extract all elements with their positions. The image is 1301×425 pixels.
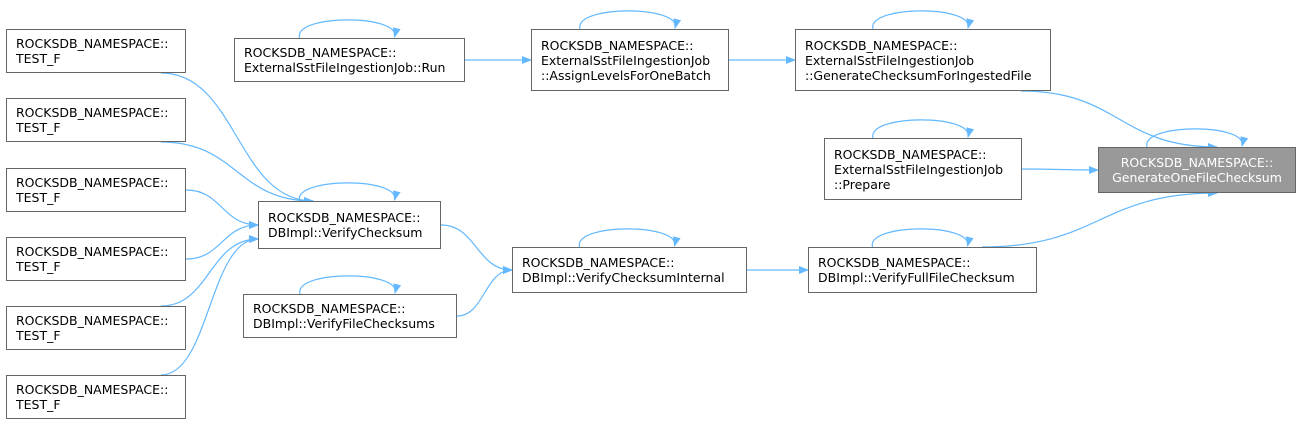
self-loop-edge <box>578 228 681 248</box>
node-line: ExternalSstFileIngestionJob <box>834 161 1004 177</box>
node-line: ::GenerateChecksumForIngestedFile <box>805 67 1032 83</box>
node-line: ROCKSDB_NAMESPACE:: <box>16 105 169 120</box>
self-loop-edge <box>298 19 401 39</box>
node-ingestion-prepare[interactable]: ROCKSDB_NAMESPACE:: ExternalSstFileInges… <box>824 138 1022 200</box>
node-line: GenerateOneFileChecksum <box>1112 170 1282 185</box>
node-verify-file-checksums[interactable]: ROCKSDB_NAMESPACE:: DBImpl::VerifyFileCh… <box>243 294 457 338</box>
call-edge <box>160 72 314 205</box>
node-test-f-2[interactable]: ROCKSDB_NAMESPACE:: TEST_F <box>6 98 186 142</box>
call-edge <box>456 266 513 317</box>
call-edge <box>981 189 1218 248</box>
self-loop-edge <box>872 119 975 139</box>
node-line: DBImpl::VerifyFullFileChecksum <box>818 270 1015 285</box>
call-edge <box>160 141 314 205</box>
call-edge <box>1021 165 1099 174</box>
node-assign-levels[interactable]: ROCKSDB_NAMESPACE:: ExternalSstFileInges… <box>531 29 729 91</box>
node-line: ROCKSDB_NAMESPACE:: <box>805 37 958 53</box>
node-test-f-1[interactable]: ROCKSDB_NAMESPACE:: TEST_F <box>6 29 186 73</box>
node-line: ROCKSDB_NAMESPACE:: <box>16 36 169 51</box>
call-edge <box>185 189 259 229</box>
node-line: TEST_F <box>16 120 61 135</box>
node-line: TEST_F <box>16 397 61 412</box>
node-line: ROCKSDB_NAMESPACE:: <box>16 313 169 328</box>
node-line: ROCKSDB_NAMESPACE:: <box>834 146 987 162</box>
self-loop-edge <box>872 10 975 30</box>
call-edge <box>185 221 259 260</box>
self-loop-edge <box>1146 128 1249 148</box>
call-edge <box>160 235 259 307</box>
node-line: DBImpl::VerifyFileChecksums <box>253 316 435 331</box>
node-line: ROCKSDB_NAMESPACE:: <box>541 37 694 53</box>
node-line: ROCKSDB_NAMESPACE:: <box>268 210 421 225</box>
node-line: ExternalSstFileIngestionJob <box>805 52 975 68</box>
node-line: TEST_F <box>16 328 61 343</box>
node-test-f-6[interactable]: ROCKSDB_NAMESPACE:: TEST_F <box>6 375 186 419</box>
call-edge <box>440 224 513 274</box>
node-ingestion-run[interactable]: ROCKSDB_NAMESPACE:: ExternalSstFileInges… <box>234 38 465 82</box>
node-line: TEST_F <box>16 190 61 205</box>
node-line: ROCKSDB_NAMESPACE:: <box>16 175 169 190</box>
node-line: ROCKSDB_NAMESPACE:: <box>818 255 971 270</box>
node-line: ExternalSstFileIngestionJob <box>541 52 711 68</box>
self-loop-edge <box>871 228 974 248</box>
call-edge <box>1020 90 1218 151</box>
self-loop-edge <box>298 182 401 202</box>
self-loop-edge <box>579 10 682 30</box>
node-generate-one-file-checksum: ROCKSDB_NAMESPACE:: GenerateOneFileCheck… <box>1098 147 1296 193</box>
node-line: ROCKSDB_NAMESPACE:: <box>522 255 675 270</box>
node-line: ROCKSDB_NAMESPACE:: <box>253 301 406 316</box>
node-line: ::Prepare <box>834 176 891 192</box>
node-verify-full-file-checksum[interactable]: ROCKSDB_NAMESPACE:: DBImpl::VerifyFullFi… <box>808 247 1037 293</box>
node-generate-checksum-ingested[interactable]: ROCKSDB_NAMESPACE:: ExternalSstFileInges… <box>795 29 1051 91</box>
node-test-f-4[interactable]: ROCKSDB_NAMESPACE:: TEST_F <box>6 237 186 281</box>
node-verify-checksum[interactable]: ROCKSDB_NAMESPACE:: DBImpl::VerifyChecks… <box>258 201 441 249</box>
node-test-f-5[interactable]: ROCKSDB_NAMESPACE:: TEST_F <box>6 306 186 350</box>
node-line: DBImpl::VerifyChecksum <box>268 225 423 240</box>
node-verify-checksum-internal[interactable]: ROCKSDB_NAMESPACE:: DBImpl::VerifyChecks… <box>512 247 747 293</box>
node-line: TEST_F <box>16 51 61 66</box>
node-line: ROCKSDB_NAMESPACE:: <box>16 382 169 397</box>
node-test-f-3[interactable]: ROCKSDB_NAMESPACE:: TEST_F <box>6 168 186 212</box>
node-line: ROCKSDB_NAMESPACE:: <box>1120 155 1274 170</box>
node-line: ExternalSstFileIngestionJob::Run <box>244 60 446 75</box>
self-loop-edge <box>299 275 402 295</box>
call-edge <box>160 235 259 376</box>
node-line: ROCKSDB_NAMESPACE:: <box>244 45 397 60</box>
node-line: ROCKSDB_NAMESPACE:: <box>16 244 169 259</box>
node-line: DBImpl::VerifyChecksumInternal <box>522 270 725 285</box>
node-line: ::AssignLevelsForOneBatch <box>541 67 711 83</box>
node-line: TEST_F <box>16 259 61 274</box>
